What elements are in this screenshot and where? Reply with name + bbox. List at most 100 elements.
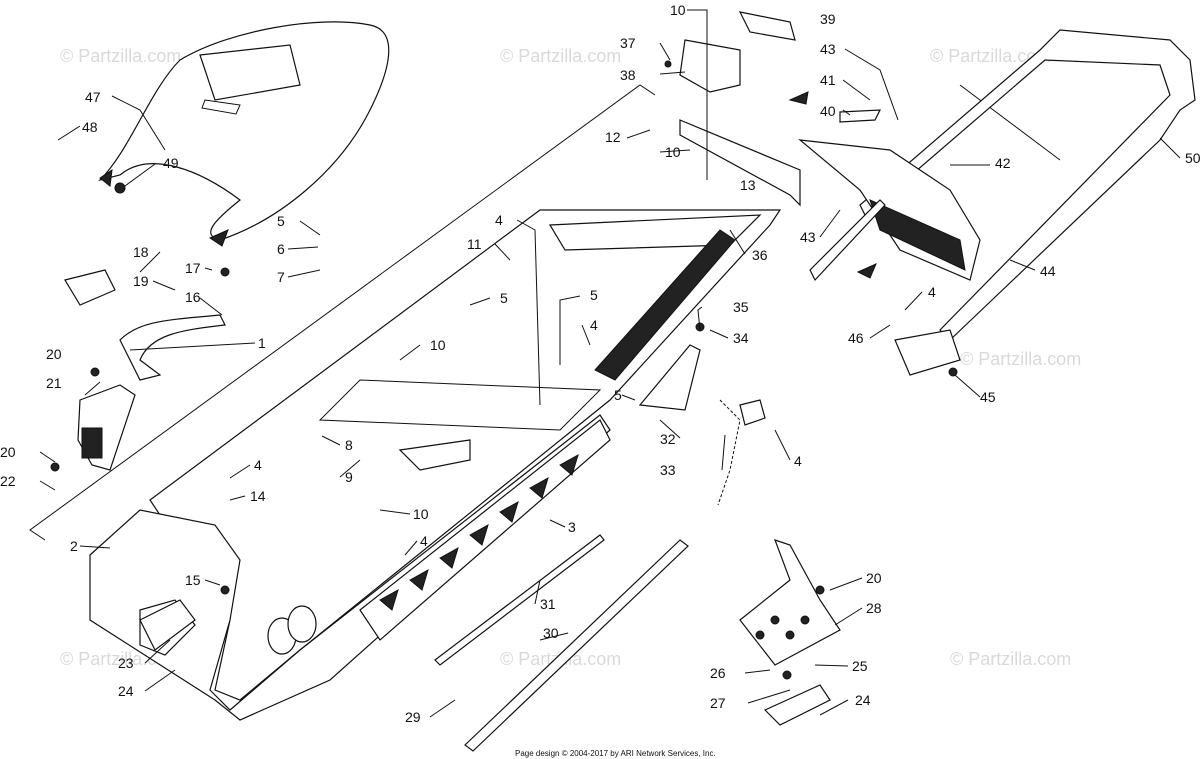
callout-32: 32 [660, 431, 676, 447]
callout-12: 12 [605, 129, 621, 145]
callout-42: 42 [995, 155, 1011, 171]
callout-14: 14 [250, 488, 266, 504]
cross-bracket-part [679, 119, 801, 207]
callout-5: 5 [500, 290, 508, 306]
callout-4: 4 [254, 457, 262, 473]
tether-chain-part [717, 399, 741, 506]
callout-43: 43 [800, 229, 816, 245]
callout-10: 10 [413, 506, 429, 522]
side-strip-part [809, 199, 886, 282]
callout-4: 4 [794, 453, 802, 469]
callout-10: 10 [670, 2, 686, 18]
callout-20: 20 [866, 570, 882, 586]
callout-30: 30 [543, 625, 559, 641]
callout-4: 4 [928, 284, 936, 300]
callout-17: 17 [185, 260, 201, 276]
callout-18: 18 [133, 244, 149, 260]
seat-part [98, 21, 390, 247]
callout-4: 4 [420, 533, 428, 549]
callout-38: 38 [620, 67, 636, 83]
rear-bumper-part [859, 29, 1196, 341]
callout-5: 5 [614, 387, 622, 403]
callouts: 47 48 49 10 39 37 38 43 41 40 12 10 13 4… [0, 2, 1200, 725]
callout-43: 43 [820, 41, 836, 57]
callout-6: 6 [277, 241, 285, 257]
watermark-text: © Partzilla.com [950, 649, 1071, 669]
callout-16: 16 [185, 289, 201, 305]
callout-24: 24 [118, 683, 134, 699]
callout-27: 27 [710, 695, 726, 711]
handle-bracket-part [119, 314, 226, 381]
leader-lines [39, 9, 1181, 718]
callout-1: 1 [258, 335, 266, 351]
reflector-part [839, 109, 881, 123]
callout-28: 28 [866, 600, 882, 616]
tether-clip-part [739, 399, 766, 426]
rail-part [434, 534, 689, 752]
callout-15: 15 [185, 572, 201, 588]
trim-piece-part [64, 269, 116, 306]
mount-bracket-part [679, 39, 741, 93]
callout-4: 4 [590, 317, 598, 333]
callout-50: 50 [1185, 150, 1200, 166]
grab-handle-part [763, 684, 831, 726]
watermark-text: © Partzilla.com [500, 46, 621, 66]
callout-5: 5 [277, 213, 285, 229]
callout-22: 22 [0, 473, 16, 489]
callout-45: 45 [980, 389, 996, 405]
footer-copyright: Page design © 2004-2017 by ARI Network S… [515, 749, 716, 758]
side-guard-part [638, 344, 701, 411]
callout-25: 25 [852, 658, 868, 674]
callout-29: 29 [405, 709, 421, 725]
callout-19: 19 [133, 273, 149, 289]
callout-37: 37 [620, 35, 636, 51]
watermark-text: © Partzilla.com [930, 46, 1051, 66]
callout-26: 26 [710, 665, 726, 681]
assembly-bracket-line [959, 84, 1061, 161]
callout-24: 24 [855, 692, 871, 708]
callout-48: 48 [82, 119, 98, 135]
callout-4: 4 [495, 212, 503, 228]
callout-39: 39 [820, 11, 836, 27]
callout-31: 31 [540, 596, 556, 612]
fasteners [50, 60, 958, 680]
watermark-text: © Partzilla.com [60, 46, 181, 66]
callout-7: 7 [277, 269, 285, 285]
callout-3: 3 [568, 519, 576, 535]
callout-36: 36 [752, 247, 768, 263]
callout-8: 8 [345, 437, 353, 453]
arrow-marker [856, 263, 877, 279]
callout-46: 46 [848, 330, 864, 346]
callout-10: 10 [430, 337, 446, 353]
arrow-marker [788, 91, 809, 105]
decal-part [594, 229, 736, 381]
mount-cap-part [738, 11, 796, 41]
callout-5: 5 [590, 287, 598, 303]
callout-21: 21 [46, 375, 62, 391]
callout-13: 13 [740, 177, 756, 193]
callout-44: 44 [1040, 263, 1056, 279]
callout-10: 10 [665, 144, 681, 160]
watermark-text: © Partzilla.com [960, 349, 1081, 369]
footrest-part [359, 419, 611, 641]
assembly-bracket-line [29, 84, 656, 541]
callout-47: 47 [85, 89, 101, 105]
callout-33: 33 [660, 462, 676, 478]
callout-20: 20 [46, 346, 62, 362]
callout-9: 9 [345, 469, 353, 485]
foot-plate-part [739, 539, 841, 666]
callout-2: 2 [70, 538, 78, 554]
callout-23: 23 [118, 655, 134, 671]
callout-11: 11 [467, 236, 482, 252]
bumper-end-part [894, 329, 961, 376]
callout-35: 35 [733, 299, 749, 315]
callout-41: 41 [820, 72, 836, 88]
callout-49: 49 [163, 155, 179, 171]
callout-40: 40 [820, 103, 836, 119]
grab-handle-front-part [139, 599, 196, 651]
tail-light-part [798, 139, 981, 281]
callout-34: 34 [733, 330, 749, 346]
callout-20: 20 [0, 444, 16, 460]
